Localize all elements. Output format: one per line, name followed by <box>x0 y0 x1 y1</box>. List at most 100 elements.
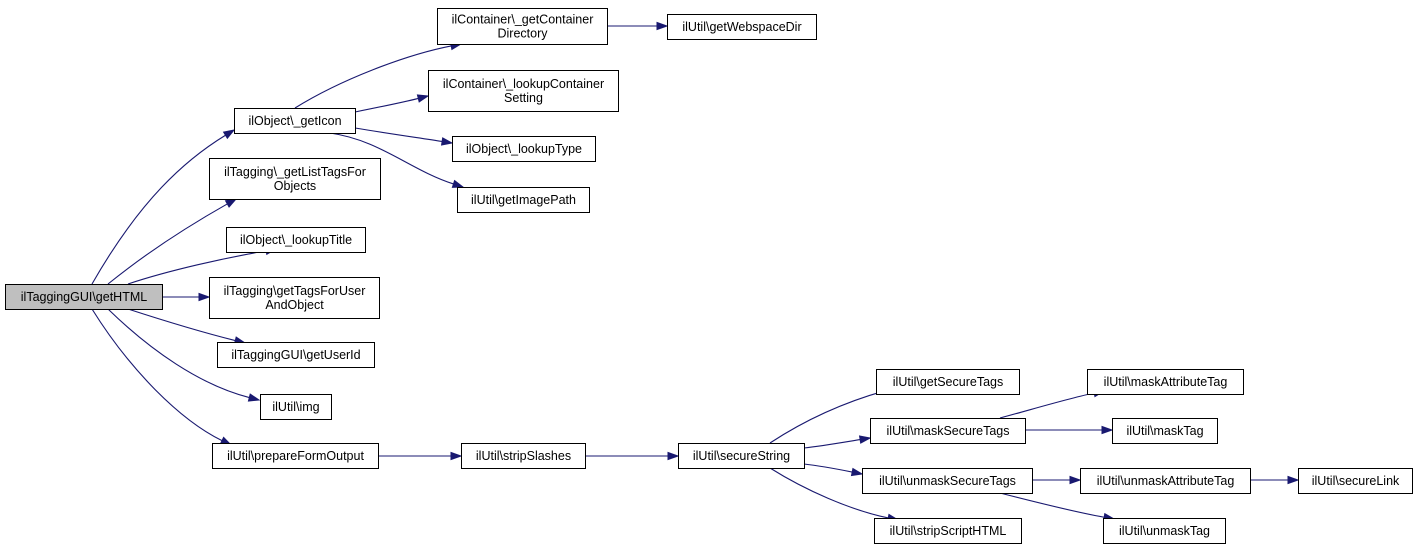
edge-line <box>127 308 236 342</box>
edge-arrowhead <box>850 467 864 477</box>
node-getWebspaceDir[interactable]: ilUtil\getWebspaceDir <box>667 14 817 40</box>
edge-arrowhead <box>451 179 465 188</box>
node-box <box>678 443 805 469</box>
node-lookupType[interactable]: ilObject\_lookupType <box>452 136 596 162</box>
edge-line <box>999 392 1095 419</box>
node-getIcon[interactable]: ilObject\_getIcon <box>234 108 356 134</box>
node-unmaskSecureTags[interactable]: ilUtil\unmaskSecureTags <box>862 468 1033 494</box>
node-box <box>209 158 381 200</box>
edge-line <box>329 132 454 185</box>
node-secureLink[interactable]: ilUtil\secureLink <box>1298 468 1413 494</box>
node-getUserId[interactable]: ilTaggingGUI\getUserId <box>217 342 375 368</box>
node-label: ilUtil\getImagePath <box>471 193 576 207</box>
edge-prepareFormOutput-to-stripSlashes <box>378 451 463 461</box>
edge-arrowhead <box>440 137 454 146</box>
edge-line <box>803 439 861 449</box>
edge-maskSecureTags-to-maskTag <box>1025 425 1114 435</box>
node-label: ilUtil\getSecureTags <box>893 375 1003 389</box>
node-box <box>217 342 375 368</box>
edge-arrowhead <box>667 451 680 461</box>
node-label: Directory <box>497 27 548 41</box>
edge-arrowhead <box>1101 425 1114 435</box>
nodes-layer: ilTaggingGUI\getHTML ilObject\_getIcon ilT… <box>5 8 1413 544</box>
edge-arrowhead <box>858 435 872 444</box>
edge-root-to-getTagsForUser <box>162 292 211 302</box>
edge-line <box>769 390 886 444</box>
node-root[interactable]: ilTaggingGUI\getHTML <box>5 284 163 310</box>
edge-getIcon-to-lookupType <box>354 127 454 146</box>
edge-arrowhead <box>224 198 238 208</box>
node-box <box>461 443 586 469</box>
edge-line <box>999 492 1105 518</box>
edge-line <box>354 127 443 142</box>
node-maskAttributeTag[interactable]: ilUtil\maskAttributeTag <box>1087 369 1244 395</box>
edge-root-to-getIcon <box>91 129 236 285</box>
node-box <box>1112 418 1218 444</box>
node-box <box>1080 468 1251 494</box>
node-maskTag[interactable]: ilUtil\maskTag <box>1112 418 1218 444</box>
edge-arrowhead <box>1069 475 1082 485</box>
edge-line <box>107 308 250 399</box>
node-unmaskTag[interactable]: ilUtil\unmaskTag <box>1103 518 1226 544</box>
edge-arrowhead <box>656 21 669 31</box>
node-stripScriptHTML[interactable]: ilUtil\stripScriptHTML <box>874 518 1022 544</box>
edge-unmaskSecureTags-to-unmaskAttributeTag <box>1032 475 1082 485</box>
node-label: ilObject\_lookupTitle <box>240 233 352 247</box>
node-getSecureTags[interactable]: ilUtil\getSecureTags <box>876 369 1020 395</box>
edge-getIcon-to-lookupContainerSetting <box>354 94 430 113</box>
node-box <box>234 108 356 134</box>
edge-line <box>91 134 226 285</box>
node-label: ilUtil\maskAttributeTag <box>1104 375 1228 389</box>
node-box <box>1298 468 1413 494</box>
node-label: ilTaggingGUI\getHTML <box>21 290 147 304</box>
edge-line <box>769 467 889 519</box>
node-label: ilUtil\img <box>272 400 319 414</box>
node-lookupTitle[interactable]: ilObject\_lookupTitle <box>226 227 366 253</box>
edge-arrowhead <box>198 292 211 302</box>
node-img[interactable]: ilUtil\img <box>260 394 332 420</box>
node-label: ilUtil\maskTag <box>1126 424 1203 438</box>
node-box <box>437 8 608 45</box>
edge-root-to-img <box>107 308 261 402</box>
node-secureString[interactable]: ilUtil\secureString <box>678 443 805 469</box>
edge-secureString-to-unmaskSecureTags <box>803 463 864 477</box>
node-label: ilUtil\maskSecureTags <box>887 424 1010 438</box>
node-label: ilUtil\stripSlashes <box>476 449 571 463</box>
node-box <box>874 518 1022 544</box>
edge-stripSlashes-to-secureString <box>585 451 680 461</box>
node-label: ilTagging\_getListTagsFor <box>224 165 366 179</box>
edge-line <box>127 250 267 285</box>
node-box <box>428 70 619 112</box>
edge-arrowhead <box>222 129 236 140</box>
node-box <box>876 369 1020 395</box>
node-label: ilContainer\_lookupContainer <box>443 77 604 91</box>
node-box <box>452 136 596 162</box>
node-maskSecureTags[interactable]: ilUtil\maskSecureTags <box>870 418 1026 444</box>
node-getImagePath[interactable]: ilUtil\getImagePath <box>457 187 590 213</box>
edge-line <box>91 308 223 442</box>
edge-arrowhead <box>416 94 430 103</box>
node-label: ilUtil\secureLink <box>1312 474 1400 488</box>
edge-unmaskAttributeTag-to-secureLink <box>1250 475 1300 485</box>
node-label: ilUtil\unmaskAttributeTag <box>1097 474 1235 488</box>
node-label: ilContainer\_getContainer <box>452 13 594 27</box>
edge-line <box>354 97 419 113</box>
node-stripSlashes[interactable]: ilUtil\stripSlashes <box>461 443 586 469</box>
node-box <box>870 418 1026 444</box>
node-label: ilUtil\getWebspaceDir <box>682 20 801 34</box>
node-label: ilUtil\stripScriptHTML <box>890 524 1007 538</box>
node-unmaskAttributeTag[interactable]: ilUtil\unmaskAttributeTag <box>1080 468 1251 494</box>
node-label: ilTagging\getTagsForUser <box>224 284 366 298</box>
node-box <box>457 187 590 213</box>
edge-arrowhead <box>247 393 261 402</box>
node-prepareFormOutput[interactable]: ilUtil\prepareFormOutput <box>212 443 379 469</box>
node-label: Setting <box>504 91 543 105</box>
node-label: ilUtil\unmaskSecureTags <box>879 474 1016 488</box>
edge-getContainerDir-to-getWebspaceDir <box>607 21 669 31</box>
node-label: ilUtil\secureString <box>693 449 790 463</box>
